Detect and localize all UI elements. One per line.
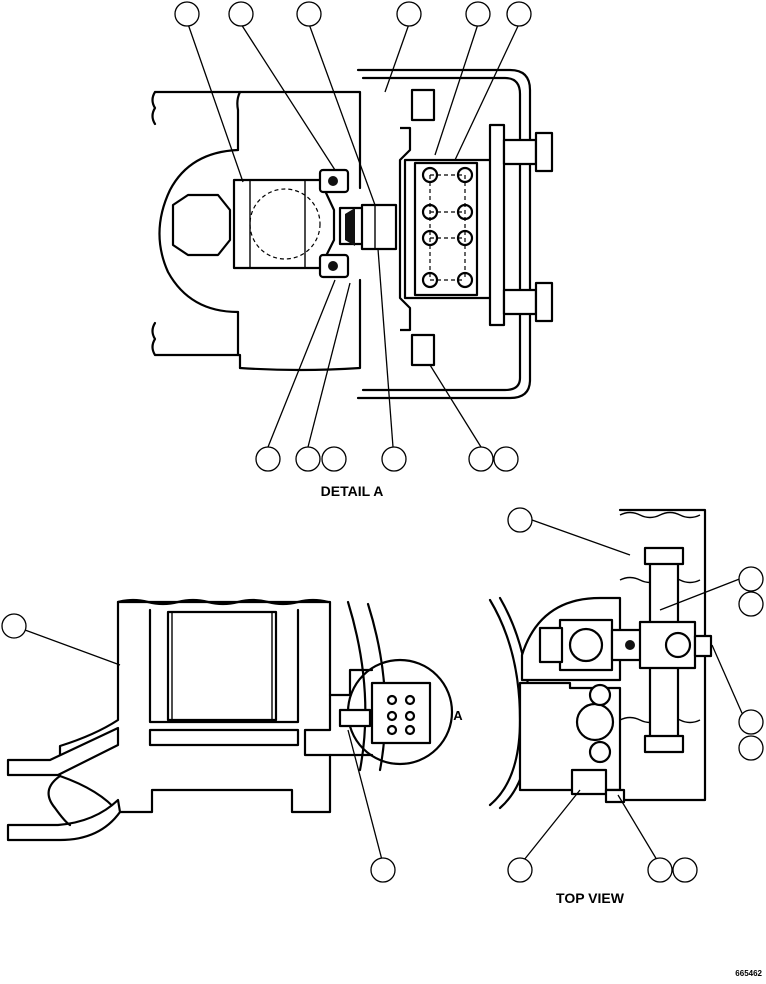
- callout-bubble: [738, 591, 764, 617]
- callout-bubble: [738, 566, 764, 592]
- callout-bubble: [396, 1, 422, 27]
- callout-bubble: [493, 446, 519, 472]
- callout-bubble: [468, 446, 494, 472]
- callout-bubble: [228, 1, 254, 27]
- callout-bubble: [672, 857, 698, 883]
- callout-bubble: [381, 446, 407, 472]
- callout-bubble: [506, 1, 532, 27]
- detail-a-callouts: [174, 1, 532, 472]
- callout-bubble: [465, 1, 491, 27]
- callout-bubble: [738, 709, 764, 735]
- callout-bubble: [321, 446, 347, 472]
- callout-bubble: [647, 857, 673, 883]
- detail-reference-label: A: [453, 708, 463, 723]
- callout-bubble: [296, 1, 322, 27]
- side-view: [6, 598, 454, 861]
- detail-a-view: [151, 68, 554, 400]
- top-view: [488, 508, 746, 866]
- callout-bubble: [738, 735, 764, 761]
- drawing-number: 665462: [735, 969, 762, 978]
- callout-bubble: [1, 613, 27, 639]
- detail-a-title: DETAIL A: [321, 483, 384, 499]
- top-view-title: TOP VIEW: [556, 890, 625, 906]
- callout-bubble: [255, 446, 281, 472]
- callout-bubble: [507, 857, 533, 883]
- callout-bubble: [507, 507, 533, 533]
- callout-bubble: [295, 446, 321, 472]
- callout-bubble: [370, 857, 396, 883]
- callout-bubble: [174, 1, 200, 27]
